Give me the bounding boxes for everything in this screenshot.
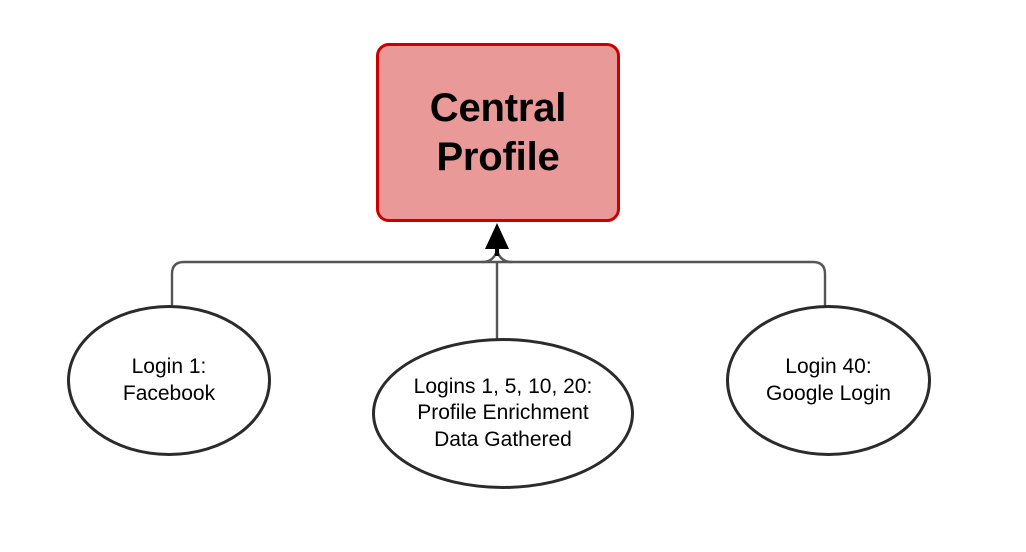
central-profile-node[interactable]: Central Profile (376, 43, 620, 222)
login-1-label: Login 1: Facebook (122, 355, 216, 405)
login-40-node[interactable]: Login 40: Google Login (726, 305, 931, 456)
logins-enrichment-node[interactable]: Logins 1, 5, 10, 20: Profile Enrichment … (372, 338, 634, 489)
central-profile-label: Central Profile (429, 85, 567, 179)
connector-fillet-right (495, 248, 514, 264)
connector-login-40 (497, 260, 827, 309)
connector-login-1 (170, 260, 497, 309)
logins-enrichment-label: Logins 1, 5, 10, 20: Profile Enrichment … (413, 375, 593, 451)
arrowhead-icon (485, 223, 509, 249)
login-1-node[interactable]: Login 1: Facebook (67, 305, 271, 456)
login-40-label: Login 40: Google Login (766, 355, 891, 405)
connector-fillet-left (480, 248, 499, 264)
